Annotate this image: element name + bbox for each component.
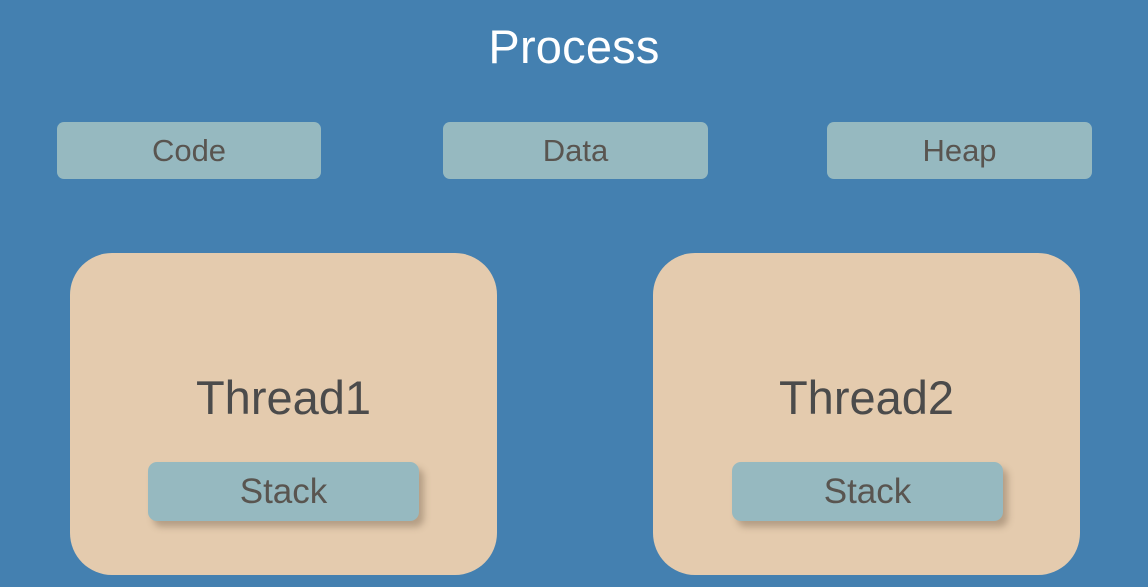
memory-segment-heap-label: Heap [922,132,997,168]
page-title: Process [488,20,660,73]
memory-segment-code-label: Code [151,132,227,168]
thread-2-stack-label: Stack [823,471,912,511]
thread-2-stack-box: Stack [732,462,1003,521]
memory-segment-data: Data [443,122,708,179]
thread-box-2: Thread2 Stack [653,253,1080,575]
thread-box-1: Thread1 Stack [70,253,497,575]
memory-segment-data-label: Data [542,132,609,168]
thread-1-stack-box: Stack [148,462,419,521]
thread-2-label: Thread2 [778,371,955,424]
memory-segment-heap: Heap [827,122,1092,179]
thread-1-stack-label: Stack [239,471,328,511]
memory-segment-code: Code [57,122,321,179]
thread-1-label: Thread1 [195,371,372,424]
